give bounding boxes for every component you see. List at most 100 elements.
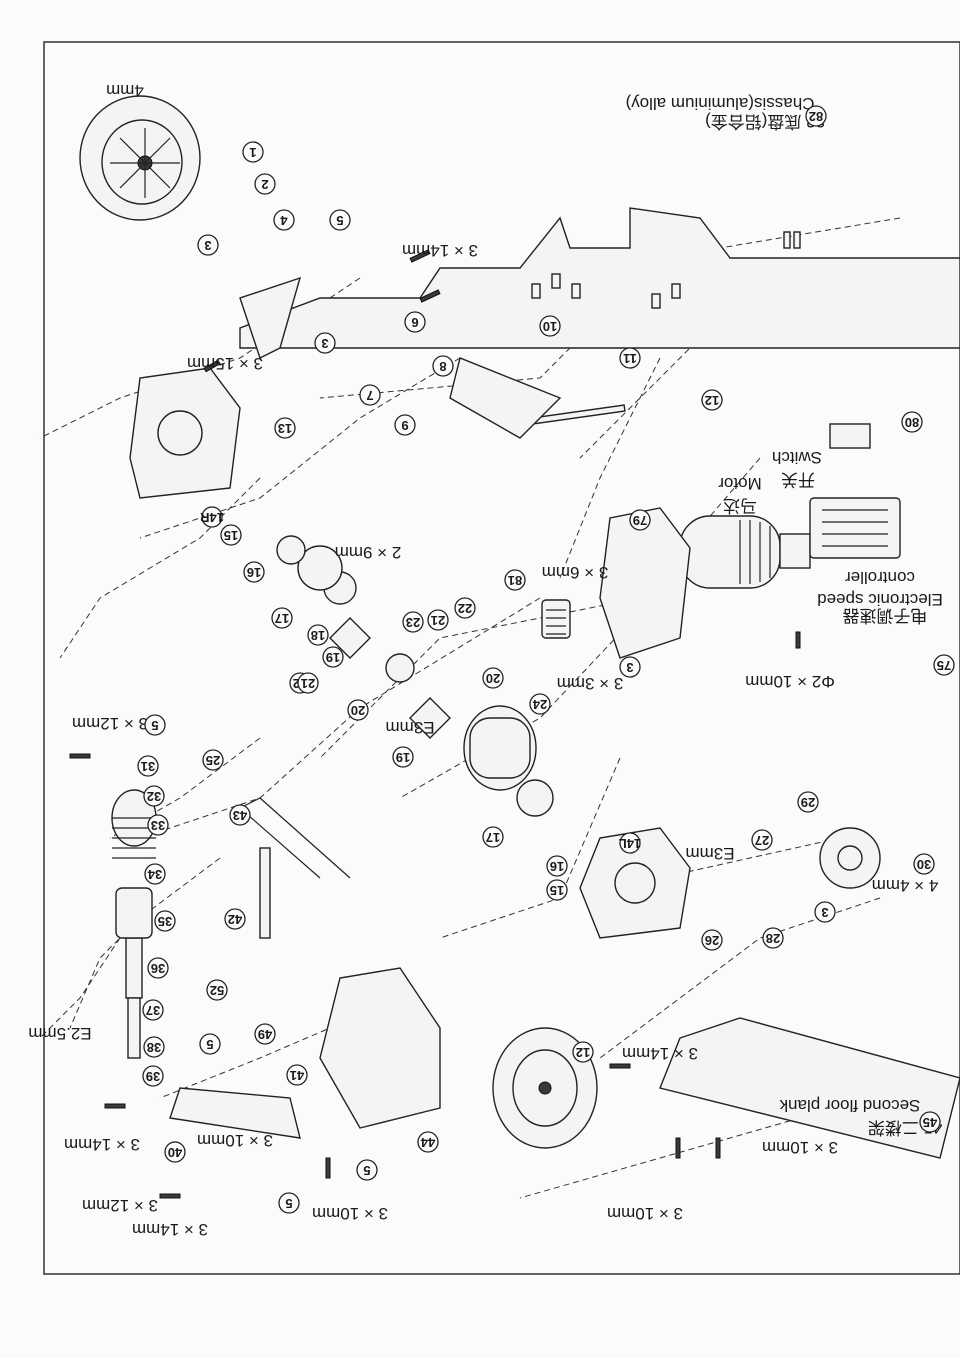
knuckle-4	[239, 276, 302, 359]
callout-17: 17	[482, 826, 504, 848]
svg-text:15: 15	[224, 528, 238, 543]
svg-text:12: 12	[705, 393, 719, 408]
svg-text:3: 3	[321, 336, 328, 351]
svg-text:81: 81	[508, 573, 522, 588]
motor-mount-79	[599, 507, 691, 659]
label-screw-3x12-b: 3 × 12mm	[82, 1196, 158, 1215]
svg-text:23: 23	[406, 615, 420, 630]
wheel-2	[492, 1027, 598, 1149]
svg-text:5: 5	[285, 1196, 292, 1211]
svg-text:34: 34	[147, 867, 162, 882]
bearing-17	[516, 779, 554, 817]
svg-text:16: 16	[550, 859, 564, 874]
callout-3: 3	[814, 901, 836, 923]
callout-3: 3	[197, 234, 219, 256]
pinion-81	[541, 599, 571, 639]
callout-17: 17	[271, 607, 293, 629]
rod-42	[259, 847, 271, 939]
shock-tower-44	[319, 967, 441, 1129]
svg-text:22: 22	[458, 601, 472, 616]
bracket-41	[169, 1087, 301, 1139]
svg-text:30: 30	[917, 857, 931, 872]
label-clip-e25: E2.5mm	[28, 1024, 91, 1043]
callout-24: 24	[529, 693, 551, 715]
callout-16: 16	[546, 855, 568, 877]
svg-text:14L: 14L	[619, 836, 641, 851]
svg-text:25: 25	[206, 753, 220, 768]
label-screw-3x14-b: 3 × 14mm	[64, 1135, 140, 1154]
svg-text:33: 33	[151, 818, 165, 833]
callout-20: 20	[482, 667, 504, 689]
label-pin-2x10: Φ2 × 10mm	[745, 672, 835, 691]
svg-text:21: 21	[301, 676, 315, 691]
svg-text:45: 45	[923, 1115, 937, 1130]
callout-27: 27	[751, 829, 773, 851]
chassis-standoffs	[531, 231, 801, 309]
label-screw-2x9: 2 × 9mm	[335, 543, 402, 562]
shock-absorber	[111, 789, 157, 1059]
svg-text:21: 21	[431, 613, 445, 628]
callout-12: 12	[572, 1041, 594, 1063]
callout-5: 5	[356, 1159, 378, 1181]
callout-19: 19	[392, 746, 414, 768]
label-screw-3x10-c: 3 × 10mm	[762, 1138, 838, 1157]
label-screw-3x3: 3 × 3mm	[557, 674, 624, 693]
callout-39: 39	[142, 1065, 164, 1087]
callout-20: 20	[347, 699, 369, 721]
svg-text:16: 16	[247, 565, 261, 580]
callout-3: 3	[314, 332, 336, 354]
callout-31: 31	[137, 755, 159, 777]
svg-text:20: 20	[486, 671, 500, 686]
label-screw-3x10-b: 3 × 10mm	[312, 1204, 388, 1223]
svg-text:28: 28	[766, 931, 780, 946]
svg-text:5: 5	[336, 213, 343, 228]
callout-81: 81	[504, 569, 526, 591]
svg-text:37: 37	[146, 1003, 160, 1018]
callout-26: 26	[701, 929, 723, 951]
bearing-17b	[276, 535, 306, 565]
svg-text:26: 26	[705, 933, 719, 948]
label-clip-e3-a: E3mm	[685, 844, 734, 863]
callout-80: 80	[901, 411, 923, 433]
svg-text:19: 19	[396, 750, 410, 765]
label-chassis-cn: 82 底盘(铝合金)	[705, 112, 825, 131]
svg-text:5: 5	[363, 1163, 370, 1178]
callout-11: 11	[619, 347, 641, 369]
callout-41: 41	[286, 1064, 308, 1086]
svg-text:10: 10	[543, 319, 557, 334]
a-arm-11	[449, 357, 562, 439]
label-screw-3x10-d: 3 × 10mm	[607, 1204, 683, 1223]
gearbox-14L	[579, 827, 691, 939]
callout-4: 4	[273, 209, 295, 231]
motor	[679, 515, 811, 589]
callout-49: 49	[254, 1023, 276, 1045]
callout-7: 7	[359, 384, 381, 406]
callout-42: 42	[224, 908, 246, 930]
svg-text:38: 38	[147, 1040, 161, 1055]
svg-text:12: 12	[576, 1045, 590, 1060]
callout-18: 18	[307, 624, 329, 646]
differential-24	[463, 705, 537, 791]
svg-text:2: 2	[261, 177, 268, 192]
svg-text:24: 24	[532, 697, 547, 712]
svg-text:8: 8	[439, 359, 446, 374]
label-pin-4x4: 4 × 4mm	[872, 876, 939, 895]
page-frame	[43, 41, 960, 1275]
callout-40: 40	[164, 1141, 186, 1163]
callout-25: 25	[202, 749, 224, 771]
second-floor-plank	[659, 1017, 960, 1159]
callout-44: 44	[417, 1131, 439, 1153]
callout-19: 19	[322, 646, 344, 668]
callout-5: 5	[199, 1033, 221, 1055]
svg-text:14R: 14R	[199, 510, 223, 525]
svg-text:3: 3	[626, 660, 633, 675]
label-esc-en-2: controller	[845, 568, 915, 587]
callout-28: 28	[762, 927, 784, 949]
svg-text:6: 6	[411, 315, 418, 330]
esc	[809, 497, 901, 559]
callout-3: 3	[619, 656, 641, 678]
callout-12: 12	[701, 389, 723, 411]
spur-gear-29	[819, 827, 881, 889]
svg-text:39: 39	[146, 1069, 160, 1084]
svg-text:80: 80	[905, 415, 919, 430]
